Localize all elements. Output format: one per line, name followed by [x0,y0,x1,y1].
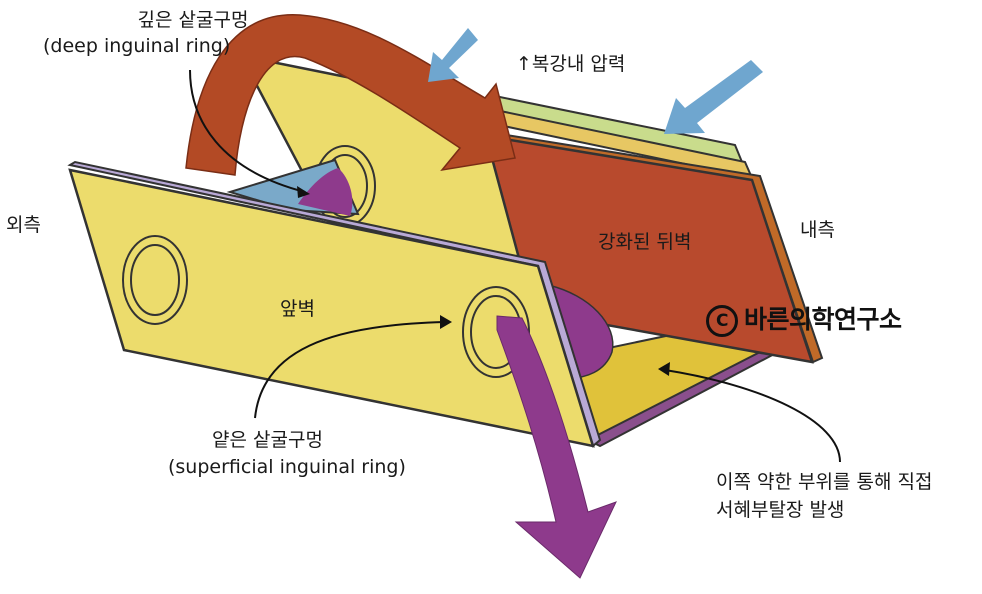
inside-label: 내측 [800,219,835,241]
copyright-icon: C [706,305,738,337]
anterior-ring-left-inner [130,244,180,316]
posterior-wall [484,134,814,364]
canal-path-arrow [185,14,516,176]
weak-area-note-line1: 이쪽 약한 부위를 통해 직접 [716,471,933,493]
anterior-ring-left-outer [122,235,188,325]
outside-label: 외측 [6,214,41,236]
superficial-ring-label-en: (superficial inguinal ring) [168,456,406,478]
deep-ring-leader-head [297,186,310,198]
pressure-label: ↑복강내 압력 [516,53,626,75]
weak-area-leader-head [658,362,670,376]
weak-area-note-line2: 서혜부탈장 발생 [716,499,845,521]
posterior-wall-label: 강화된 뒤벽 [598,231,692,253]
deep-ring-label-en: (deep inguinal ring) [43,35,231,57]
deep-ring-label-ko: 깊은 샅굴구멍 [137,9,249,31]
pressure-arrow-right [664,60,763,134]
pressure-arrow-left [428,28,478,82]
deep-ring-hernia [298,168,353,216]
superficial-ring-leader-head [440,315,452,329]
anterior-wall [68,168,595,448]
anterior-wall-label: 앞벽 [280,298,315,320]
deep-ring-leader [189,69,306,193]
superficial-ring-leader [254,321,446,419]
hernia-exit-arrow [496,315,617,579]
weak-area-leader [664,369,841,463]
superficial-ring-label-ko: 얕은 샅굴구멍 [212,429,323,451]
brand-text: 바른의학연구소 [744,305,902,334]
